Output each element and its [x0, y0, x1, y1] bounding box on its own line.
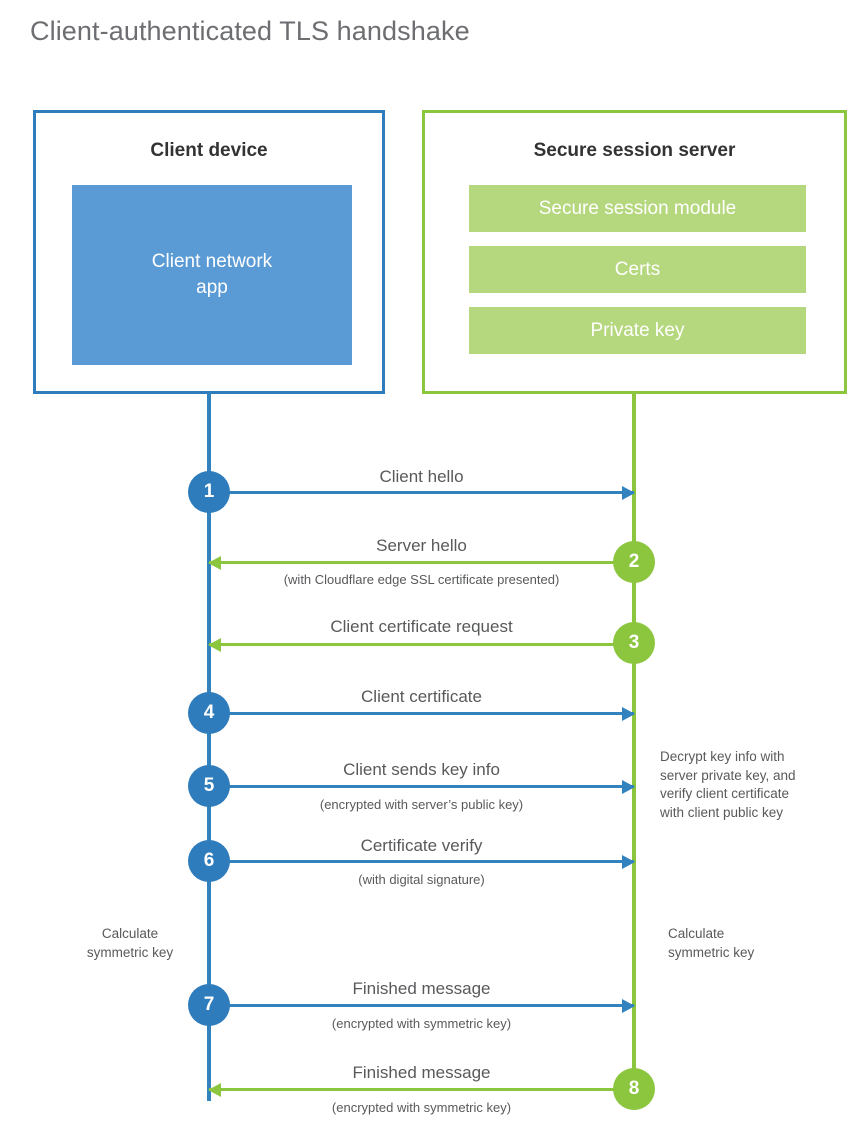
client-lifeline [207, 393, 211, 1101]
server-calculate-symmetric-key-annotation: Calculate symmetric key [668, 926, 755, 960]
arrowhead-left-icon [208, 1082, 221, 1097]
step-5-circle: 5 [188, 765, 230, 807]
arrowhead-right-icon [622, 485, 635, 500]
step-6-arrow [209, 854, 635, 869]
step-1-label: Client hello [379, 467, 464, 486]
step-2-sublabel: (with Cloudflare edge SSL certificate pr… [283, 572, 560, 587]
step-3-label: Client certificate request [330, 617, 513, 636]
arrowhead-left-icon [208, 637, 221, 652]
server-component-certs: Certs [469, 246, 806, 293]
step-2-circle: 2 [613, 541, 655, 583]
step-4-circle: 4 [188, 692, 230, 734]
step-3-circle: 3 [613, 622, 655, 664]
step-6-circle: 6 [188, 840, 230, 882]
step-3-arrow [208, 637, 634, 652]
step-6-label: Certificate verify [360, 836, 483, 855]
server-decrypt-annotation: Decrypt key info with server private key… [660, 749, 796, 820]
step-5-arrow [209, 779, 635, 794]
step-4-arrow [209, 706, 635, 721]
arrowhead-left-icon [208, 555, 221, 570]
step-7-label: Finished message [352, 979, 491, 998]
client-device-title: Client device [150, 140, 268, 161]
step-2-label: Server hello [376, 536, 467, 555]
step-7-circle: 7 [188, 984, 230, 1026]
secure-session-server-box: Secure session server Secure session mod… [422, 110, 847, 394]
arrowhead-right-icon [622, 706, 635, 721]
step-8-label: Finished message [352, 1063, 491, 1082]
step-1-arrow [209, 485, 635, 500]
step-8-sublabel: (encrypted with symmetric key) [331, 1100, 512, 1115]
secure-session-server-title: Secure session server [533, 140, 736, 161]
server-components-list: Secure session module Certs Private key [469, 185, 806, 368]
step-7-sublabel: (encrypted with symmetric key) [331, 1016, 512, 1031]
server-lifeline [632, 393, 636, 1085]
arrowhead-right-icon [622, 854, 635, 869]
step-6-sublabel: (with digital signature) [358, 872, 485, 887]
step-8-arrow [208, 1082, 634, 1097]
step-7-arrow [209, 998, 635, 1013]
client-network-app-block: Client network app [72, 185, 352, 365]
step-8-circle: 8 [613, 1068, 655, 1110]
arrowhead-right-icon [622, 779, 635, 794]
client-calculate-symmetric-key-annotation: Calculate symmetric key [86, 926, 174, 960]
step-2-arrow [208, 555, 634, 570]
step-5-label: Client sends key info [343, 760, 500, 779]
step-4-label: Client certificate [361, 687, 482, 706]
arrowhead-right-icon [622, 998, 635, 1013]
server-component-private-key: Private key [469, 307, 806, 354]
step-5-sublabel: (encrypted with server’s public key) [319, 797, 524, 812]
client-device-box: Client device Client network app [33, 110, 385, 394]
server-component-secure-session-module: Secure session module [469, 185, 806, 232]
step-1-circle: 1 [188, 471, 230, 513]
page-title: Client-authenticated TLS handshake [30, 16, 470, 46]
